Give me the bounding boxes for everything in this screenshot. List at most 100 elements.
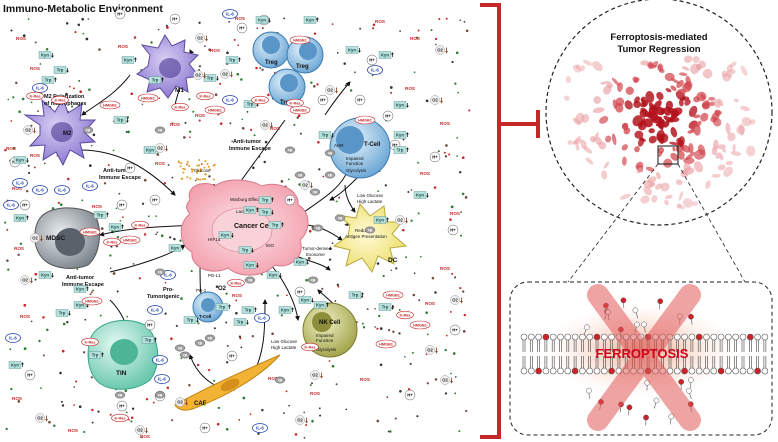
svg-text:IL-6: IL-6 — [16, 181, 24, 186]
t-cell: T-Cell AHR Impaired Function Glycolysis — [329, 117, 391, 179]
anti-tumor-1b: Immune Escape — [99, 175, 141, 181]
svg-text:O2: O2 — [427, 348, 433, 353]
red-cross — [587, 284, 701, 431]
kyn-token: Kyn — [378, 51, 394, 59]
svg-text:XB: XB — [298, 173, 303, 177]
anti-tumor-2a: Anti-tumor — [233, 139, 262, 145]
svg-text:K-Ras: K-Ras — [400, 314, 411, 318]
right-title-line1: Ferroptosis-mediated — [610, 32, 707, 43]
xb-token: XB — [364, 226, 376, 234]
trp-token: Trp — [258, 196, 274, 204]
dc-cell: DC Reduced Antigen Presentation — [332, 202, 408, 274]
svg-text:IL-6: IL-6 — [164, 273, 172, 278]
xb-token: XB — [324, 149, 336, 157]
ros-token: ROS — [425, 301, 435, 306]
svg-text:Trp: Trp — [247, 102, 254, 107]
pro-tumorigenic-2: Tumorigenic — [147, 294, 180, 300]
svg-text:Kyn: Kyn — [171, 246, 179, 251]
kyn-token: Kyn — [13, 156, 29, 164]
ros-token: ROS — [195, 113, 205, 118]
trp-token: Trp — [88, 351, 104, 359]
nk-cell-label: NK Cell — [319, 320, 341, 326]
right-title-line2: Tumor Regression — [617, 44, 700, 55]
il6-token: IL-6 — [3, 200, 19, 210]
trp-token: Trp — [241, 306, 257, 314]
ros-token: ROS — [16, 36, 26, 41]
page-title: Immuno-Metabolic Environment — [3, 3, 163, 15]
svg-text:H+: H+ — [127, 166, 133, 171]
trp-token: Trp — [41, 76, 57, 84]
hplus-token: H+ — [429, 151, 441, 163]
kyn-token: Kyn — [38, 271, 54, 279]
svg-text:Kyn: Kyn — [111, 225, 119, 230]
m2-macrophage: M2 — [23, 96, 97, 167]
svg-text:HMGB1: HMGB1 — [141, 97, 155, 101]
xb-token: XB — [334, 214, 346, 222]
hplus-token: H+ — [284, 194, 296, 206]
hmgb1-token: HMGB1 — [354, 115, 376, 125]
nk-impaired-1: Impaired — [316, 333, 334, 338]
svg-text:Trp: Trp — [207, 76, 214, 81]
svg-text:Kyn: Kyn — [76, 303, 84, 308]
nk-cell: NK Cell Impaired Function Glycolysis — [302, 302, 358, 358]
tin-label: TIN — [116, 370, 127, 377]
o2-token: O2 — [435, 45, 448, 55]
hplus-token: H+ — [149, 194, 161, 206]
hplus-token: H+ — [116, 400, 128, 412]
svg-text:XB: XB — [313, 190, 318, 194]
trp-token: Trp — [258, 208, 274, 216]
svg-text:XB: XB — [158, 270, 163, 274]
trp-token: Trp — [393, 146, 409, 154]
hplus-token: H+ — [447, 224, 459, 236]
svg-text:H+: H+ — [385, 114, 391, 119]
kras-token: K-Ras — [196, 91, 214, 101]
svg-text:Kyn: Kyn — [11, 363, 19, 368]
ros-token: ROS — [450, 211, 460, 216]
hplus-token: H+ — [114, 8, 126, 20]
il6-token: IL-6 — [254, 313, 270, 323]
ros-token: ROS — [12, 396, 22, 401]
caf-cell: CAF — [174, 354, 281, 411]
ros-token: ROS — [268, 376, 278, 381]
svg-text:Kyn: Kyn — [416, 193, 424, 198]
o2-token: O2 — [260, 120, 273, 130]
ferroptosis-label: FERROPTOSIS — [596, 346, 689, 361]
svg-text:Kyn: Kyn — [124, 58, 132, 63]
ros-token: ROS — [235, 16, 245, 21]
trp-token: Trp — [183, 316, 199, 324]
xb-token: XB — [204, 334, 216, 342]
svg-text:XB: XB — [86, 128, 91, 132]
o2-token: O2 — [440, 375, 453, 385]
svg-text:Kyn: Kyn — [301, 298, 309, 303]
reduced-1: Reduced — [355, 228, 374, 233]
hplus-token: H+ — [116, 199, 128, 211]
svg-text:Trp: Trp — [237, 320, 244, 325]
tin-cell: TIN — [87, 319, 159, 390]
kyn-token: Kyn — [313, 301, 329, 309]
svg-text:K-Ras: K-Ras — [255, 99, 266, 103]
o2-token: O2 — [300, 180, 313, 190]
lactate-label: Lactate — [236, 209, 251, 214]
svg-text:HMGB1: HMGB1 — [83, 231, 97, 235]
hmgb1-token: HMGB1 — [137, 93, 159, 103]
trp-token: Trp — [113, 116, 129, 124]
o2-token: O2 — [450, 295, 463, 305]
ros-token: ROS — [30, 153, 40, 158]
reduced-2: Antigen Presentation — [345, 234, 387, 239]
svg-text:Trp: Trp — [152, 78, 159, 83]
low-glucose-1a: Low Glucose — [357, 193, 384, 198]
svg-text:XB: XB — [288, 148, 293, 152]
mdsc-label: MDSC — [46, 235, 65, 242]
svg-text:K-Ras: K-Ras — [290, 102, 301, 106]
treg-label-1: Treg — [265, 60, 278, 66]
svg-text:IL-6: IL-6 — [258, 316, 266, 321]
svg-text:Kyn: Kyn — [376, 218, 384, 223]
pdl1-label: PD-L1 — [208, 273, 221, 278]
kyn-token: Kyn — [278, 306, 294, 314]
svg-text:XB: XB — [118, 393, 123, 397]
ros-token: ROS — [68, 428, 78, 433]
svg-text:IL-6: IL-6 — [86, 184, 94, 189]
svg-text:Trp: Trp — [92, 353, 99, 358]
svg-text:H+: H+ — [407, 393, 413, 398]
svg-text:H+: H+ — [22, 203, 28, 208]
